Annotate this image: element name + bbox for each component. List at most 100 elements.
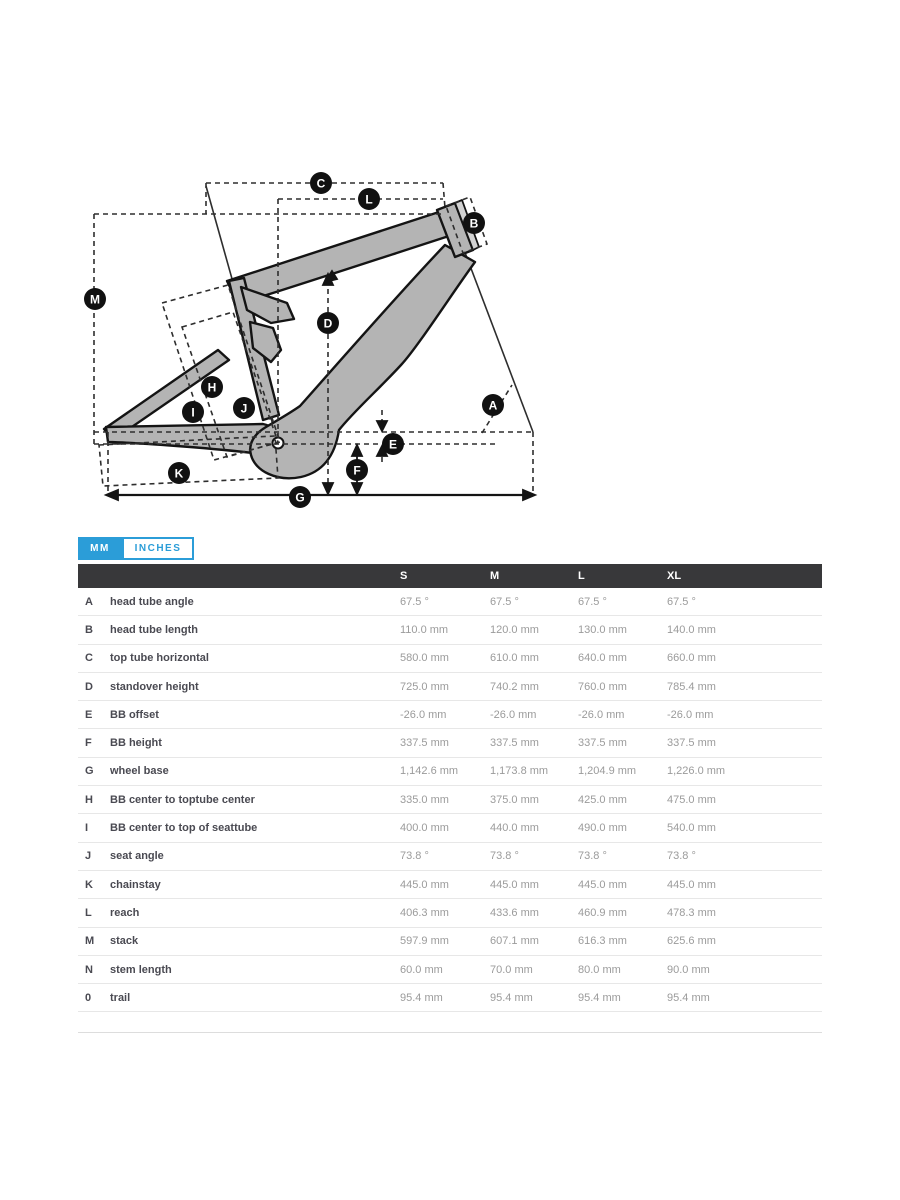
row-label: seat angle: [110, 850, 164, 863]
row-value: 1,204.9 mm: [578, 765, 637, 778]
row-value: 760.0 mm: [578, 680, 627, 693]
row-value: 610.0 mm: [490, 652, 539, 665]
row-letter: C: [85, 652, 93, 665]
svg-text:L: L: [365, 193, 372, 207]
row-label: stack: [110, 935, 139, 948]
row-value: 440.0 mm: [490, 822, 539, 835]
g-arrow-left: [103, 488, 119, 502]
diagram-label-D: D: [317, 312, 339, 334]
row-value: 375.0 mm: [490, 793, 539, 806]
row-value: 660.0 mm: [667, 652, 716, 665]
svg-text:K: K: [175, 467, 184, 481]
row-value: 740.2 mm: [490, 680, 539, 693]
mm-tab[interactable]: MM: [78, 537, 122, 560]
d-toptube-arrow: [323, 269, 339, 284]
row-value: 80.0 mm: [578, 963, 621, 976]
diagram-label-I: I: [182, 401, 204, 423]
g-arrow-right: [522, 488, 538, 502]
row-value: 140.0 mm: [667, 623, 716, 636]
row-value: 67.5 °: [578, 595, 607, 608]
row-value: 95.4 mm: [400, 991, 443, 1004]
row-value: 445.0 mm: [578, 878, 627, 891]
d-arrow-down: [321, 482, 335, 497]
row-label: wheel base: [110, 765, 169, 778]
f-arrow-down: [350, 482, 364, 497]
frame-downtube-motor: [249, 243, 477, 480]
svg-text:E: E: [389, 438, 397, 452]
row-label: reach: [110, 906, 140, 919]
svg-text:J: J: [241, 402, 248, 416]
row-value: 640.0 mm: [578, 652, 627, 665]
row-value: -26.0 mm: [578, 708, 625, 721]
row-value: 60.0 mm: [400, 963, 443, 976]
row-letter: M: [85, 935, 95, 948]
row-value: 445.0 mm: [400, 878, 449, 891]
e-arrow-down: [375, 420, 389, 434]
diagram-label-L: L: [358, 188, 380, 210]
row-label: top tube horizontal: [110, 652, 209, 665]
row-label: stem length: [110, 963, 172, 976]
row-value: -26.0 mm: [490, 708, 537, 721]
inches-tab[interactable]: INCHES: [122, 537, 194, 560]
headtop-connector: [442, 182, 446, 209]
row-value: 95.4 mm: [490, 991, 533, 1004]
row-value: 460.9 mm: [578, 906, 627, 919]
row-label: head tube length: [110, 623, 198, 636]
svg-text:D: D: [324, 317, 333, 331]
row-value: 67.5 °: [667, 595, 696, 608]
row-value: 73.8 °: [490, 850, 519, 863]
row-value: 616.3 mm: [578, 935, 627, 948]
row-letter: H: [85, 793, 93, 806]
diagram-label-M: M: [84, 288, 106, 310]
diagram-label-F: F: [346, 459, 368, 481]
row-value: 607.1 mm: [490, 935, 539, 948]
row-value: 445.0 mm: [667, 878, 716, 891]
row-value: 130.0 mm: [578, 623, 627, 636]
svg-text:B: B: [470, 217, 479, 231]
svg-text:A: A: [489, 399, 498, 413]
row-letter: N: [85, 963, 93, 976]
row-letter: J: [85, 850, 92, 863]
row-letter: E: [85, 708, 93, 721]
row-label: BB center to top of seattube: [110, 822, 258, 835]
frame-rocker-link: [239, 285, 296, 325]
row-value: 90.0 mm: [667, 963, 710, 976]
row-letter: I: [85, 822, 89, 835]
svg-text:M: M: [90, 293, 100, 307]
seattube-i-box: [160, 284, 282, 461]
seattube-h-box: [180, 311, 280, 458]
diagram-label-G: G: [289, 486, 311, 508]
row-letter: L: [85, 906, 92, 919]
row-value: 73.8 °: [578, 850, 607, 863]
row-value: 335.0 mm: [400, 793, 449, 806]
row-value: 445.0 mm: [490, 878, 539, 891]
row-label: head tube angle: [110, 595, 194, 608]
size-column-header-l: L: [578, 570, 585, 582]
svg-text:C: C: [317, 177, 326, 191]
svg-text:F: F: [353, 464, 360, 478]
diagram-label-E: E: [382, 433, 404, 455]
diagram-label-K: K: [168, 462, 190, 484]
row-value: 95.4 mm: [578, 991, 621, 1004]
svg-text:G: G: [295, 491, 304, 505]
row-value: 337.5 mm: [578, 737, 627, 750]
table-footer-spacer: [78, 1012, 822, 1034]
row-value: 725.0 mm: [400, 680, 449, 693]
